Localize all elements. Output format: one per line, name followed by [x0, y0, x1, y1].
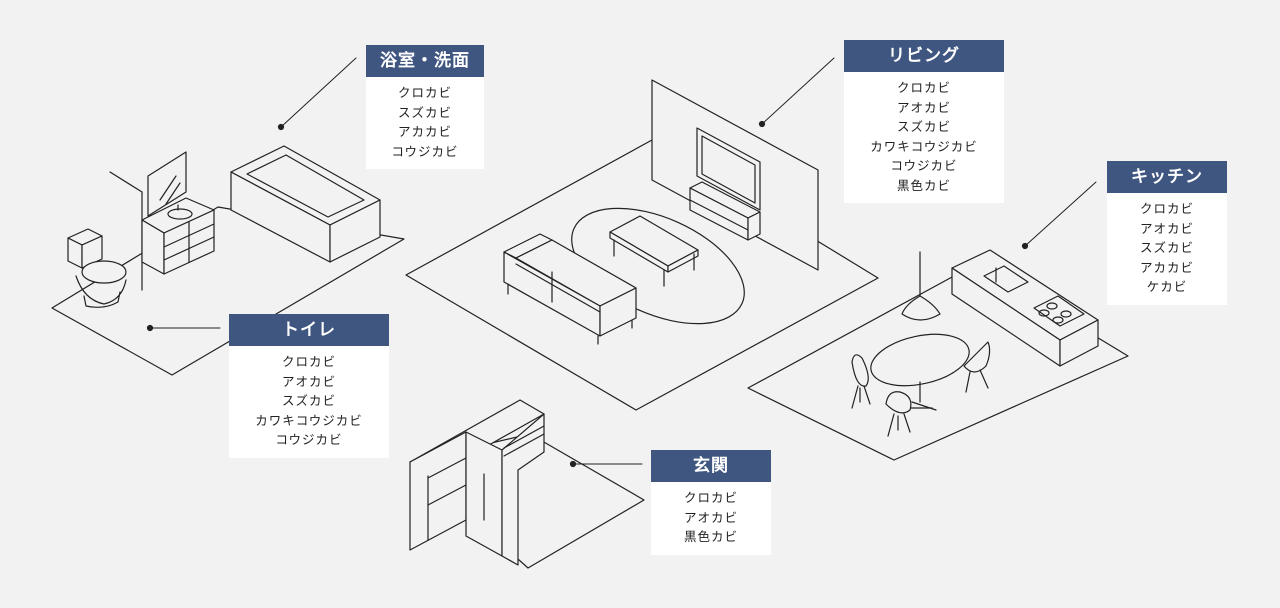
mold-item: カワキコウジカビ: [255, 412, 363, 428]
mold-item: アオカビ: [896, 99, 951, 115]
mold-item: クロカビ: [397, 85, 452, 100]
callout-entrance: 玄関 クロカビ アオカビ 黒色カビ: [651, 450, 771, 555]
leader-dot-bath: [277, 123, 285, 131]
rug-icon: [571, 207, 745, 325]
bath-wall-edge: [109, 171, 143, 193]
mold-item: クロカビ: [896, 80, 951, 95]
leader-lines: [146, 57, 1097, 468]
dining-chair-icon: [851, 354, 871, 409]
mold-list: クロカビ スズカビ アカカビ コウジカビ: [366, 77, 484, 169]
callout-title: 玄関: [651, 450, 771, 482]
leader-line-kitchen: [1024, 181, 1097, 247]
dining-table-icon: [870, 333, 970, 411]
vanity-icon: [141, 197, 215, 275]
callout-title: リビング: [844, 40, 1004, 72]
callout-title: トイレ: [229, 314, 389, 346]
living-area: [405, 79, 879, 411]
mold-item: アカカビ: [397, 124, 452, 139]
mold-list: クロカビ アオカビ スズカビ カワキコウジカビ コウジカビ 黒色カビ: [844, 72, 1004, 203]
leader-dot-kitchen: [1021, 242, 1029, 250]
mold-item: クロカビ: [1139, 201, 1194, 216]
bathtub-icon: [230, 145, 381, 263]
living-floor: [405, 139, 879, 411]
closet-icon: [465, 413, 545, 566]
dining-chair-icon: [885, 391, 912, 437]
shelf-front: [409, 431, 467, 551]
leader-line-bath: [280, 57, 357, 128]
toilet-icon: [67, 228, 127, 308]
mold-item: スズカビ: [281, 393, 336, 408]
tv-stand-icon: [689, 181, 761, 241]
stove-icon: [1033, 295, 1085, 327]
mold-item: スズカビ: [1139, 240, 1194, 255]
shelf-divider: [427, 457, 467, 479]
mold-item: アオカビ: [281, 373, 336, 389]
mold-item: スズカビ: [397, 104, 452, 120]
mold-item: コウジカビ: [890, 158, 958, 173]
callout-title: キッチン: [1107, 161, 1227, 193]
dining-chair-icon: [963, 341, 991, 393]
mold-list: クロカビ アオカビ スズカビ アカカビ ケカビ: [1107, 193, 1227, 305]
leader-dot-living: [758, 120, 766, 128]
sofa-icon: [503, 233, 637, 345]
entrance-area: [409, 399, 645, 569]
mold-item: 黒色カビ: [896, 177, 951, 193]
coffee-table-icon: [609, 215, 699, 287]
callout-living: リビング クロカビ アオカビ スズカビ カワキコウジカビ コウジカビ 黒色カビ: [844, 40, 1004, 203]
mold-list: クロカビ アオカビ 黒色カビ: [651, 482, 771, 555]
callout-kitchen: キッチン クロカビ アオカビ スズカビ アカカビ ケカビ: [1107, 161, 1227, 305]
mirror-icon: [147, 151, 187, 217]
shelf-divider: [427, 484, 467, 506]
mold-item: アオカビ: [1139, 220, 1194, 236]
leader-line-living: [761, 57, 835, 125]
leader-dot-toilet: [146, 324, 154, 332]
leader-dot-entrance: [569, 460, 577, 468]
tv-icon: [696, 127, 761, 211]
mold-list: クロカビ アオカビ スズカビ カワキコウジカビ コウジカビ: [229, 346, 389, 458]
mold-item: クロカビ: [683, 490, 738, 505]
mold-item: 黒色カビ: [683, 529, 738, 544]
callout-title: 浴室・洗面: [366, 45, 484, 77]
kitchen-area: [747, 249, 1129, 461]
callout-bath: 浴室・洗面 クロカビ スズカビ アカカビ コウジカビ: [366, 45, 484, 169]
mold-item: クロカビ: [281, 354, 336, 369]
mold-item: アカカビ: [1139, 259, 1194, 275]
mold-item: コウジカビ: [275, 432, 343, 447]
mold-item: アオカビ: [683, 509, 738, 525]
callout-toilet: トイレ クロカビ アオカビ スズカビ カワキコウジカビ コウジカビ: [229, 314, 389, 458]
mold-item: コウジカビ: [391, 143, 459, 159]
mold-item: スズカビ: [896, 119, 951, 134]
bath-toilet-area: [51, 145, 405, 376]
mold-item: ケカビ: [1146, 279, 1188, 294]
pendant-lamp-icon: [901, 251, 941, 321]
mold-item: カワキコウジカビ: [870, 138, 978, 154]
kitchen-floor: [747, 263, 1129, 461]
